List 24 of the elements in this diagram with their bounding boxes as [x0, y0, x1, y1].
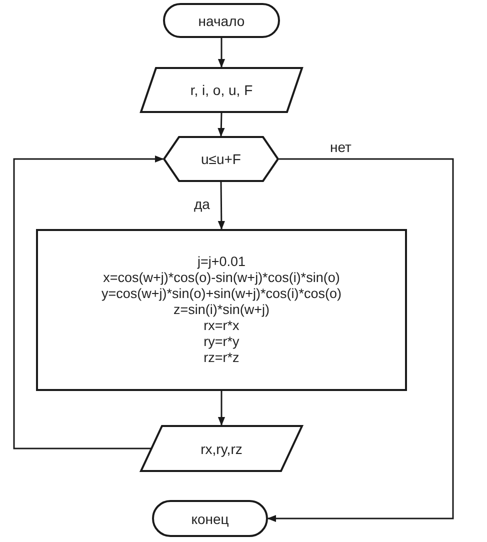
arrow	[218, 182, 226, 230]
terminal-shape	[163, 3, 280, 38]
io-parallelogram	[140, 425, 303, 472]
formula-text: y=cos(w+j)*sin(o)+sin(w+j)*cos(i)*cos(o)	[101, 286, 342, 302]
formula-text: z=sin(i)*sin(w+j)	[173, 302, 270, 318]
formula-text: rx=r*x	[204, 318, 240, 334]
process-box	[36, 229, 407, 391]
node-label: u≤u+F	[201, 151, 241, 167]
io-parallelogram	[140, 67, 303, 113]
arrow	[267, 158, 454, 522]
node-label: начало	[198, 12, 245, 28]
node-label: конец	[191, 510, 229, 526]
formula-text: x=cos(w+j)*cos(o)-sin(w+j)*cos(i)*sin(o)	[103, 270, 340, 286]
arrow	[13, 155, 164, 450]
node-label: rx,ry,rz	[200, 440, 242, 456]
terminal-shape	[152, 500, 268, 537]
formula-text: ry=r*y	[204, 334, 240, 350]
arrow	[218, 38, 226, 68]
node-label: r, i, o, u, F	[190, 82, 253, 98]
arrow	[218, 112, 225, 137]
arrow	[218, 391, 226, 426]
decision-hexagon	[163, 136, 279, 182]
formula-text: j=j+0.01	[197, 254, 246, 270]
formula-text: rz=r*z	[204, 350, 240, 366]
